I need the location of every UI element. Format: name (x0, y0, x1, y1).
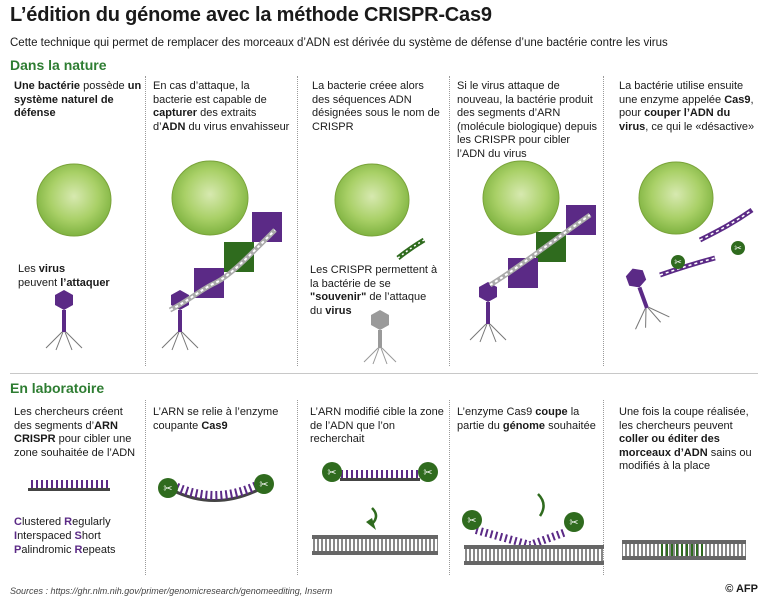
nature-step-5-caption: La bactérie utilise ensuite une enzyme a… (619, 80, 755, 133)
bacteria-2 (171, 160, 249, 236)
nature-step-3-memory-caption: Les CRISPR permettent à la bactérie de s… (310, 264, 438, 317)
section-heading-lab: En laboratoire (10, 380, 105, 396)
lab-step-4-caption: L’enzyme Cas9 coupe la partie du génome … (457, 406, 596, 432)
column-divider (145, 400, 146, 575)
lab-step-3-caption: L’ARN modifié cible la zone de l’ADN que… (310, 406, 444, 445)
lab-step-2-caption: L’ARN se relie à l’enzyme coupante Cas9 (153, 406, 279, 432)
afp-credit: © AFP (725, 583, 758, 595)
column-divider (449, 76, 450, 366)
cas9-cutting-genome: ✂ ✂ (462, 493, 604, 565)
column-divider (145, 76, 146, 366)
nature-step-1-virus-caption: Les virus peuvent l’attaquer (18, 263, 110, 289)
rna-crispr-strand (28, 480, 110, 491)
page-subtitle: Cette technique qui permet de remplacer … (10, 37, 668, 49)
svg-text:✂: ✂ (569, 517, 578, 529)
cut-viral-dna-step-5: ✂ ✂ (659, 207, 754, 278)
bacteria-1 (36, 163, 112, 237)
svg-text:✂: ✂ (163, 483, 172, 495)
bacteria-3 (334, 163, 410, 237)
column-divider (297, 400, 298, 575)
svg-text:✂: ✂ (327, 467, 336, 479)
bacteria-5 (638, 161, 714, 235)
virus-5 (625, 268, 670, 330)
nature-step-2-caption: En cas d’attaque, la bacterie est capabl… (153, 80, 290, 133)
crispr-dna-step-3 (396, 237, 426, 260)
nature-step-4-caption: Si le virus attaque de nouveau, la bacté… (457, 80, 598, 160)
rna-targeting-dna: ✂ ✂ (312, 462, 438, 555)
svg-text:✂: ✂ (674, 257, 682, 267)
virus-1 (45, 290, 83, 351)
lab-step-5-caption: Une fois la coupe réalisée, les chercheu… (619, 406, 752, 472)
svg-text:✂: ✂ (734, 243, 742, 253)
page-title: L’édition du génome avec la méthode CRIS… (10, 4, 492, 26)
rna-segments-step-4 (488, 205, 596, 288)
column-divider (603, 400, 604, 575)
column-divider (297, 76, 298, 366)
nature-step-3-caption: La bacterie créee alors des séquences AD… (312, 80, 440, 133)
virus-3-remembered (363, 310, 397, 365)
rna-cas9-complex: ✂ ✂ (158, 474, 274, 502)
bacteria-4 (482, 160, 560, 236)
svg-text:✂: ✂ (259, 479, 268, 491)
section-separator (10, 373, 758, 374)
column-divider (603, 76, 604, 366)
lab-step-1-caption: Les chercheurs créent des segments d’ARN… (14, 406, 136, 459)
edited-dna (622, 540, 746, 560)
svg-text:✂: ✂ (423, 467, 432, 479)
captured-dna-step-2 (168, 212, 282, 313)
nature-step-1-caption: Une bactérie possède un système naturel … (14, 80, 142, 119)
virus-4 (469, 282, 507, 343)
section-heading-nature: Dans la nature (10, 57, 107, 73)
sources-footer: Sources : https://ghr.nlm.nih.gov/primer… (10, 586, 333, 596)
crispr-acronym: Clustered Regularly Interspaced Short Pa… (14, 516, 116, 556)
svg-text:✂: ✂ (467, 515, 476, 527)
column-divider (449, 400, 450, 575)
